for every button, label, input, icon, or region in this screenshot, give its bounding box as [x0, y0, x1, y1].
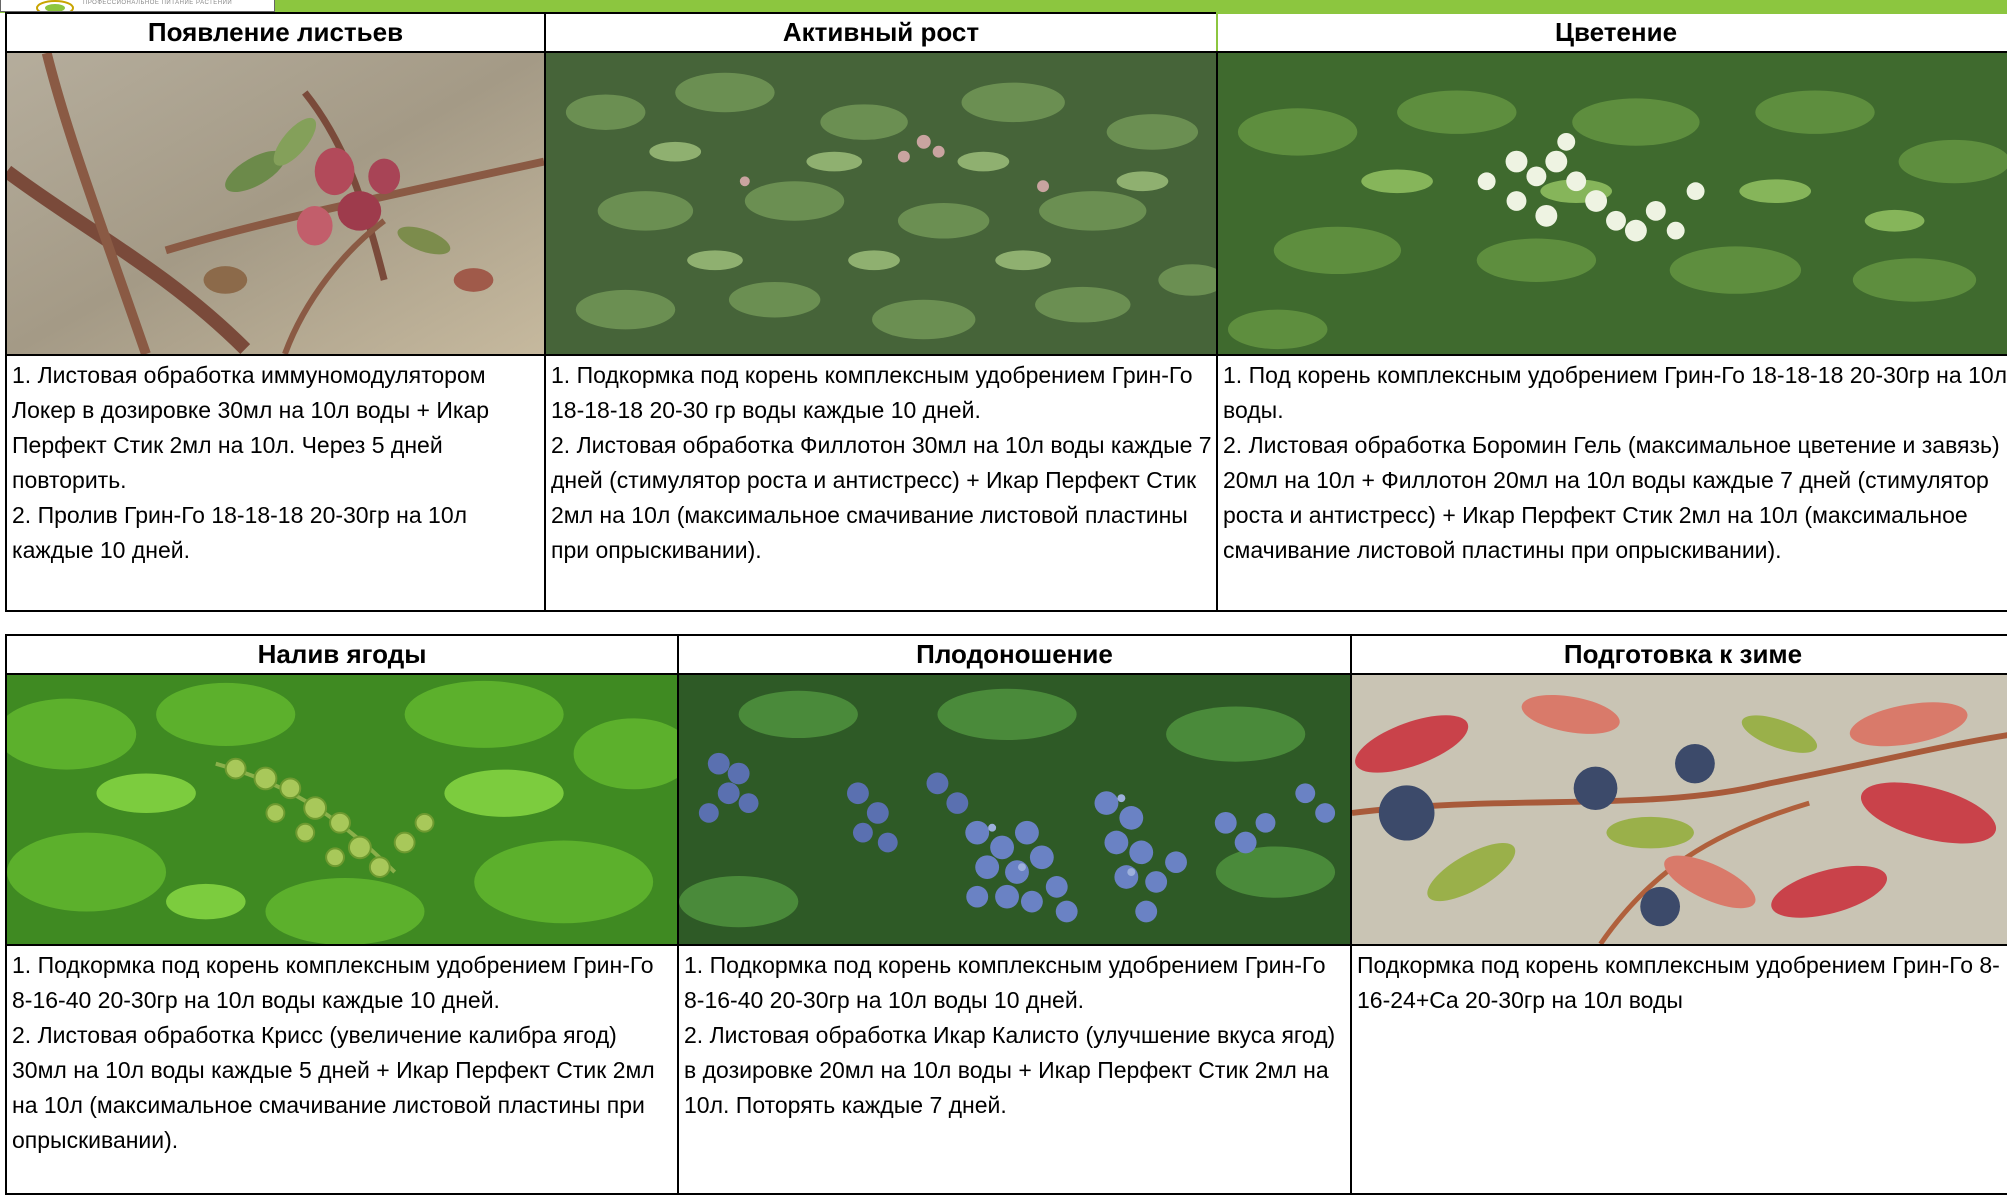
green-berries-image — [7, 675, 677, 944]
stage-step: 1. Под корень комплексным удобрением Гри… — [1223, 362, 2007, 423]
ripe-blueberries-image — [679, 675, 1350, 944]
stage-step: 1. Подкормка под корень комплексным удоб… — [12, 952, 654, 1013]
blueberry-bush-image — [546, 53, 1216, 354]
stage-header: Появление листьев — [5, 12, 546, 53]
stage-header: Активный рост — [544, 12, 1218, 53]
stage-step: 1. Подкормка под корень комплексным удоб… — [551, 362, 1193, 423]
stage-photo-autumn — [1350, 673, 2007, 946]
stage-step: 2. Листовая обработка Крисс (увеличение … — [12, 1022, 655, 1153]
top-banner — [0, 0, 2007, 13]
stage-step: 2. Пролив Грин-Го 18-18-18 20-30гр на 10… — [12, 502, 468, 563]
stage-text: Подкормка под корень комплексным удобрен… — [1350, 944, 2007, 1195]
stage-header: Цветение — [1216, 12, 2007, 53]
stage-step: Подкормка под корень комплексным удобрен… — [1357, 952, 2000, 1013]
stage-header: Подготовка к зиме — [1350, 634, 2007, 675]
stage-header: Налив ягоды — [5, 634, 679, 675]
blueberry-buds-image — [7, 53, 544, 354]
stage-step: 1. Листовая обработка иммуномодулятором … — [12, 362, 490, 493]
stage-text: 1. Подкормка под корень комплексным удоб… — [544, 354, 1218, 612]
autumn-leaves-image — [1352, 675, 2007, 944]
leaf-logo-icon — [36, 0, 74, 11]
stage-step: 2. Листовая обработка Филлотон 30мл на 1… — [551, 432, 1212, 563]
stage-photo-green-berries — [5, 673, 679, 946]
stage-photo-ripe-berries — [677, 673, 1352, 946]
stage-text: 1. Под корень комплексным удобрением Гри… — [1216, 354, 2007, 612]
stage-step: 1. Подкормка под корень комплексным удоб… — [684, 952, 1326, 1013]
stage-step: 2. Листовая обработка Боромин Гель (макс… — [1223, 432, 2000, 563]
stage-text: 1. Подкормка под корень комплексным удоб… — [5, 944, 679, 1195]
stage-photo-flowers — [1216, 51, 2007, 356]
stage-photo-buds — [5, 51, 546, 356]
stage-text: 1. Листовая обработка иммуномодулятором … — [5, 354, 546, 612]
stage-text: 1. Подкормка под корень комплексным удоб… — [677, 944, 1352, 1195]
stage-photo-bush — [544, 51, 1218, 356]
stage-step: 2. Листовая обработка Икар Калисто (улуч… — [684, 1022, 1336, 1118]
stage-header: Плодоношение — [677, 634, 1352, 675]
brand-logo: ПРОФЕССИОНАЛЬНОЕ ПИТАНИЕ РАСТЕНИЙ — [0, 0, 275, 12]
blueberry-flowers-image — [1218, 53, 2007, 354]
brand-tagline: ПРОФЕССИОНАЛЬНОЕ ПИТАНИЕ РАСТЕНИЙ — [83, 0, 233, 6]
